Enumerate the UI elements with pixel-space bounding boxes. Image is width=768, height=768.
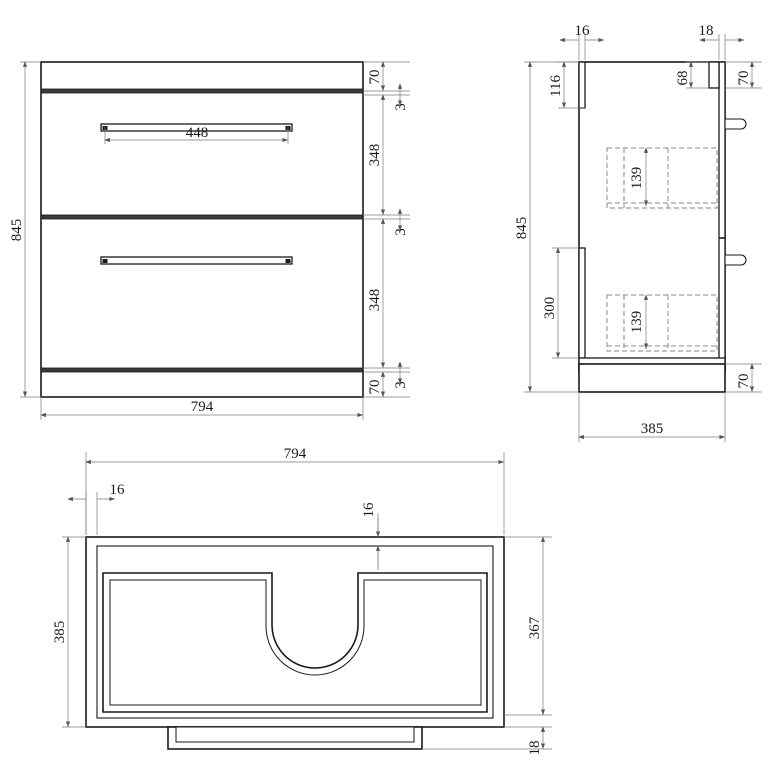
dim-label-side-845: 845 [514, 217, 530, 240]
dim-label-plan-385: 385 [52, 621, 68, 644]
dim-label-plan-367: 367 [527, 616, 543, 639]
dim-label-side-70-bottom: 70 [736, 374, 752, 389]
side-plinth [578, 363, 726, 393]
front-plinth-divider [40, 367, 364, 373]
dim-label-front-3-b: 3 [393, 228, 409, 236]
dim-front-width-794 [40, 397, 364, 420]
plan-plinth [167, 726, 423, 750]
dim-label-side-70-top: 70 [736, 71, 752, 86]
dim-label-side-18: 18 [699, 23, 714, 39]
front-drawer-divider [40, 214, 364, 220]
dim-label-plan-16-left: 16 [110, 482, 126, 498]
side-back-panel [718, 61, 726, 373]
dim-side-845 [524, 61, 579, 393]
front-cabinet-outline [40, 61, 364, 398]
dim-label-front-348-upper: 348 [367, 144, 383, 167]
front-top-panel-band [40, 88, 364, 94]
front-lower-drawer-handle [100, 256, 293, 265]
dim-plan-18 [422, 726, 552, 750]
dim-label-front-70-bottom: 70 [367, 380, 383, 395]
side-cabinet-outline [578, 61, 726, 373]
dim-label-side-139-upper: 139 [629, 167, 645, 190]
dim-label-front-70-top: 70 [367, 70, 383, 85]
side-drawer-box-upper [606, 147, 718, 209]
dim-front-handle-448 [104, 127, 289, 144]
dim-side-16 [559, 34, 604, 60]
dim-label-front-794: 794 [191, 399, 214, 415]
dim-label-front-3-c: 3 [393, 381, 409, 389]
side-view: 139 139 16 [514, 23, 762, 442]
dim-label-side-139-lower: 139 [629, 311, 645, 334]
dim-label-side-16: 16 [575, 23, 591, 39]
dim-label-front-448: 448 [186, 125, 209, 141]
front-view: 845 794 448 70 [9, 61, 410, 420]
dim-plan-16-left [67, 492, 115, 535]
side-handle-knob-lower [724, 254, 747, 266]
dim-side-70-top [725, 61, 762, 89]
side-front-top-rail [578, 61, 586, 109]
dim-plan-794 [85, 452, 505, 535]
side-top-cap-block [708, 61, 720, 89]
dim-label-front-845: 845 [9, 219, 25, 242]
plan-basin-cutout-inner [109, 579, 482, 706]
dim-side-385 [578, 392, 726, 442]
dim-label-side-68: 68 [675, 71, 691, 86]
plan-basin-cutout-outline [102, 572, 488, 713]
dim-side-18 [699, 34, 744, 60]
dim-label-side-300: 300 [542, 297, 558, 320]
dim-label-front-348-lower: 348 [367, 289, 383, 312]
dim-front-height-845 [20, 61, 41, 398]
dim-plan-367 [504, 536, 552, 716]
dim-label-plan-16-top: 16 [361, 502, 377, 518]
dim-side-70-bottom [725, 363, 762, 393]
side-front-lower-panel [578, 247, 586, 359]
dim-label-side-385: 385 [641, 421, 664, 437]
dim-plan-385 [62, 536, 86, 728]
side-drawer-box-lower [606, 294, 718, 352]
dim-label-front-3-a: 3 [393, 103, 409, 111]
dim-label-plan-794: 794 [284, 446, 307, 462]
side-bottom-rail [578, 357, 726, 365]
dim-side-300 [552, 247, 579, 359]
dim-label-plan-18: 18 [527, 741, 543, 756]
plan-view: 794 16 16 385 367 [52, 446, 552, 756]
side-handle-knob-upper [724, 118, 747, 130]
dim-side-68 [686, 61, 709, 89]
dim-label-side-116: 116 [548, 75, 564, 97]
dim-front-right-extensions [363, 61, 410, 398]
